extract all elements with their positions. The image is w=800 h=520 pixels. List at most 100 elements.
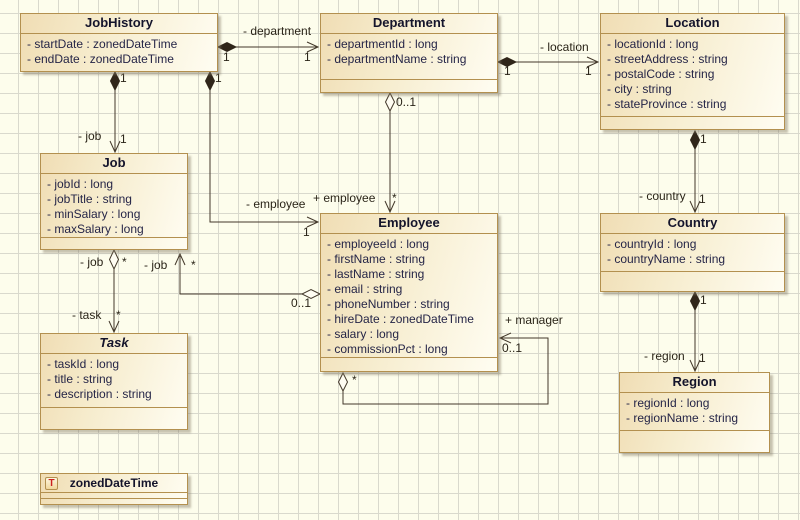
edge-department-location[interactable] — [496, 56, 600, 68]
aggregation-diamond-icon — [108, 248, 120, 271]
composition-diamond-icon — [496, 56, 518, 68]
open-arrow-icon — [174, 252, 186, 266]
composition-diamond-icon — [689, 290, 701, 312]
edge-multiplicity: 0..1 — [502, 341, 523, 355]
edge-multiplicity: * — [352, 373, 357, 387]
attribute: - postalCode : string — [607, 67, 715, 81]
empty-compartment — [601, 116, 784, 129]
edge-country-region[interactable] — [689, 290, 701, 373]
empty-compartment — [321, 357, 497, 371]
attribute: - countryName : string — [607, 252, 726, 266]
edge-role-label: - region — [644, 349, 685, 363]
class-attributes: - jobId : long - jobTitle : string - min… — [41, 174, 187, 237]
edge-multiplicity: 0..1 — [291, 296, 312, 310]
class-task[interactable]: Task - taskId : long - title : string - … — [40, 333, 188, 430]
attribute: - hireDate : zonedDateTime — [327, 312, 474, 326]
aggregation-diamond-icon — [300, 288, 322, 300]
aggregation-diamond-icon — [337, 371, 349, 393]
open-arrow-icon — [384, 200, 396, 214]
datatype-name: zonedDateTime — [69, 476, 159, 490]
edge-role-label: - location — [540, 40, 589, 54]
edge-role-label: - job — [144, 258, 168, 272]
edge-jobhistory-department[interactable] — [216, 41, 320, 53]
class-attributes: - countryId : long - countryName : strin… — [601, 234, 784, 271]
empty-compartment — [601, 271, 784, 291]
edge-multiplicity: 0..1 — [396, 95, 417, 109]
datatype-zoneddatetime[interactable]: T zonedDateTime — [40, 473, 188, 505]
class-title: Employee — [321, 214, 497, 234]
edge-jobhistory-employee[interactable] — [204, 70, 320, 228]
class-department[interactable]: Department - departmentId : long - depar… — [320, 13, 498, 93]
edge-multiplicity: 1 — [700, 132, 707, 146]
class-attributes: - regionId : long - regionName : string — [620, 393, 769, 430]
aggregation-diamond-icon — [384, 91, 396, 113]
attribute: - regionId : long — [626, 396, 710, 410]
class-region[interactable]: Region - regionId : long - regionName : … — [619, 372, 770, 453]
class-title: Country — [601, 214, 784, 234]
attribute: - maxSalary : long — [47, 222, 144, 236]
open-arrow-icon — [306, 216, 320, 228]
composition-diamond-icon — [689, 129, 701, 151]
datatype-title-row: T zonedDateTime — [41, 474, 187, 492]
open-arrow-icon — [689, 200, 701, 214]
empty-compartment — [41, 237, 187, 249]
attribute: - email : string — [327, 282, 403, 296]
attribute: - jobTitle : string — [47, 192, 132, 206]
attribute: - departmentName : string — [327, 52, 467, 66]
attribute: - departmentId : long — [327, 37, 438, 51]
class-title: Task — [41, 334, 187, 354]
attribute: - city : string — [607, 82, 672, 96]
edge-role-label: + manager — [505, 313, 563, 327]
composition-diamond-icon — [216, 41, 238, 53]
open-arrow-icon — [498, 332, 512, 344]
type-icon: T — [45, 476, 58, 490]
edge-location-country[interactable] — [689, 129, 701, 214]
attribute: - title : string — [47, 372, 113, 386]
class-title: Location — [601, 14, 784, 34]
edge-multiplicity: 1 — [215, 71, 222, 85]
edge-multiplicity: 1 — [303, 225, 310, 239]
edge-role-label: - job — [80, 255, 104, 269]
class-job[interactable]: Job - jobId : long - jobTitle : string -… — [40, 153, 188, 250]
class-jobhistory[interactable]: JobHistory - startDate : zonedDateTime -… — [20, 13, 218, 72]
edge-multiplicity: 1 — [699, 192, 706, 206]
attribute: - phoneNumber : string — [327, 297, 450, 311]
class-attributes: - departmentId : long - departmentName :… — [321, 34, 497, 79]
attribute: - regionName : string — [626, 411, 739, 425]
open-arrow-icon — [306, 41, 320, 53]
edge-job-task[interactable] — [108, 248, 120, 334]
attribute: - lastName : string — [327, 267, 425, 281]
class-title: JobHistory — [21, 14, 217, 34]
attribute: - streetAddress : string — [607, 52, 728, 66]
attribute: - taskId : long — [47, 357, 120, 371]
edge-role-label: - task — [72, 308, 102, 322]
empty-compartment — [41, 492, 187, 498]
class-employee[interactable]: Employee - employeeId : long - firstName… — [320, 213, 498, 372]
edge-multiplicity: 1 — [585, 64, 592, 78]
empty-compartment — [321, 79, 497, 92]
edge-employee-job[interactable] — [174, 252, 322, 300]
edge-employee-manager[interactable] — [337, 332, 549, 405]
open-arrow-icon — [108, 320, 120, 334]
attribute: - commissionPct : long — [327, 342, 448, 356]
class-country[interactable]: Country - countryId : long - countryName… — [600, 213, 785, 292]
attribute: - locationId : long — [607, 37, 699, 51]
attribute: - description : string — [47, 387, 152, 401]
edge-jobhistory-job[interactable] — [109, 70, 121, 154]
edge-role-label: - country — [639, 189, 686, 203]
attribute: - startDate : zonedDateTime — [27, 37, 178, 51]
empty-compartment — [41, 498, 187, 504]
edge-multiplicity: 1 — [223, 50, 230, 64]
edge-multiplicity: * — [392, 191, 397, 205]
attribute: - employeeId : long — [327, 237, 430, 251]
edge-multiplicity: 1 — [504, 64, 511, 78]
composition-diamond-icon — [109, 70, 121, 92]
class-location[interactable]: Location - locationId : long - streetAdd… — [600, 13, 785, 130]
edge-multiplicity: 1 — [120, 71, 127, 85]
edge-department-employee[interactable] — [384, 91, 396, 214]
edge-multiplicity: * — [191, 258, 196, 272]
edge-multiplicity: 1 — [700, 293, 707, 307]
attribute: - jobId : long — [47, 177, 114, 191]
open-arrow-icon — [109, 140, 121, 154]
